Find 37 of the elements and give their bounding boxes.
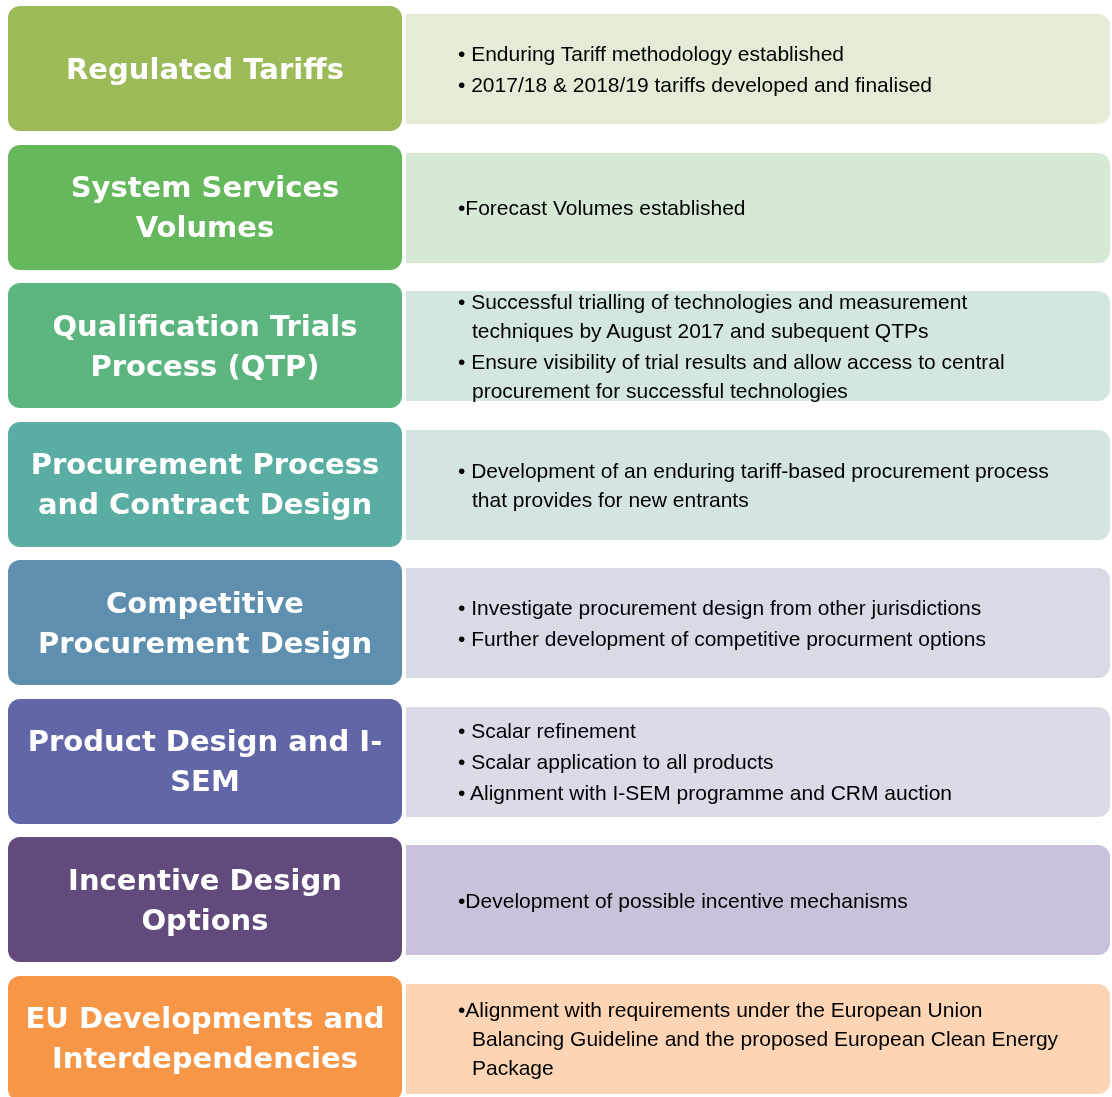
detail-panel	[406, 845, 1110, 955]
category-box	[8, 144, 402, 270]
category-title: System Services Volumes	[69, 169, 341, 246]
bullet-item: • Successful trialling of technologies and measurement techniques by August 2017 and subequent QTPs	[458, 289, 969, 344]
detail-panel	[406, 706, 1110, 817]
category-title: Procurement Process and Contract Design	[29, 446, 381, 523]
category-box	[8, 6, 402, 131]
category-title: EU Developments and Interdependencies	[24, 1000, 386, 1077]
category-title: Incentive Design Options	[67, 861, 343, 939]
bullet-item: • Development of an enduring tariff-based procurement process that provides for new entrants	[458, 457, 1050, 513]
bullet-item: •Forecast Volumes established	[458, 195, 747, 221]
detail-panel	[406, 291, 1110, 401]
category-title: Competitive Procurement Design	[36, 584, 374, 662]
category-box	[8, 421, 402, 547]
bullet-item: •Alignment with requirements under the European Union Balancing Guideline and the proposed European Clean Energy Package	[458, 997, 1060, 1081]
bullet-item: • 2017/18 & 2018/19 tariffs developed and finalised	[458, 72, 933, 98]
detail-panel	[406, 983, 1110, 1094]
bullet-item: • Alignment with I-SEM programme and CRM auction	[458, 780, 954, 806]
category-title: Product Design and I-SEM	[26, 723, 384, 800]
bullet-item: • Scalar application to all products	[458, 749, 775, 775]
bullet-item: • Ensure visibility of trial results and allow access to central procurement for successful technologies	[458, 349, 1006, 404]
category-box	[8, 283, 402, 408]
category-box	[8, 837, 402, 962]
category-box	[8, 698, 402, 824]
detail-panel	[406, 152, 1110, 263]
bullet-item: •Development of possible incentive mechanisms	[458, 887, 909, 914]
bullet-item: • Investigate procurement design from other jurisdictions	[458, 595, 983, 621]
category-box	[8, 975, 402, 1097]
detail-panel	[406, 568, 1110, 678]
category-box	[8, 560, 402, 685]
bullet-item: • Scalar refinement	[458, 718, 637, 744]
detail-panel	[406, 429, 1110, 540]
bullet-item: • Enduring Tariff methodology established	[458, 41, 845, 67]
category-title: Qualification Trials Process (QTP)	[51, 307, 359, 385]
detail-panel	[406, 14, 1110, 124]
category-title: Regulated Tariffs	[66, 50, 344, 88]
bullet-item: • Further development of competitive procurment options	[458, 626, 987, 652]
